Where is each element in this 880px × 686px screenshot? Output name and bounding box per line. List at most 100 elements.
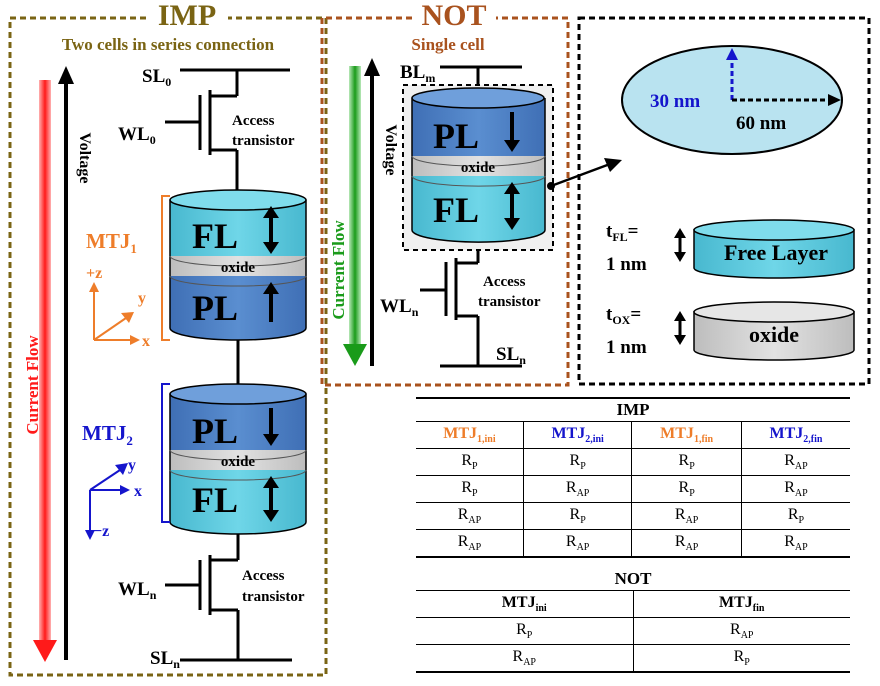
- not-fl-bidirectional-arrow: [504, 182, 520, 230]
- not-current-flow-label: Current Flow: [329, 220, 348, 320]
- mtj1-axes: [89, 282, 140, 345]
- not-access-label-line1: Access: [483, 274, 526, 290]
- table-cell: RP: [416, 617, 633, 645]
- not-col-mtj-ini: MTJini: [416, 591, 633, 618]
- not-pl-down-arrow: [504, 112, 520, 152]
- table-cell: RP: [740, 502, 850, 530]
- imp-table-title: IMP: [416, 397, 850, 422]
- access-transistor-0-label-line2: transistor: [232, 133, 295, 149]
- not-panel: NOT Single cell Current Flow Voltage BLm: [320, 0, 622, 387]
- mtj1-oxide-label: oxide: [221, 260, 256, 276]
- tox-thickness-arrow: [674, 311, 686, 345]
- table-cell: RAP: [631, 502, 742, 530]
- wln-label-not: WLn: [380, 296, 419, 319]
- imp-current-flow-label: Current Flow: [23, 335, 42, 435]
- zoom-pointer-arrow: [550, 158, 622, 188]
- not-fl-label: FL: [433, 190, 479, 230]
- mtj2-label: MTJ2: [82, 421, 133, 448]
- not-title: NOT: [421, 0, 486, 32]
- table-cell: RP: [416, 448, 524, 476]
- not-panel-border: [320, 16, 570, 387]
- mtj2-fl-label: FL: [192, 480, 238, 520]
- table-row: RAP RAP RAP RAP: [416, 529, 850, 558]
- mtj2-fl-bidirectional-arrow: [263, 476, 279, 522]
- mtj2-axes: [85, 463, 130, 540]
- table-row: RP RP RP RAP: [416, 448, 850, 476]
- oxide-disk-label: oxide: [749, 322, 799, 347]
- blm-label: BLm: [400, 62, 435, 85]
- not-subtitle: Single cell: [411, 35, 484, 54]
- mtj1-bracket: [161, 195, 170, 341]
- oxide-disk: [693, 301, 855, 361]
- not-current-flow-arrow: [343, 66, 367, 366]
- dim-60nm-label: 60 nm: [736, 113, 786, 134]
- access-transistor-n-imp-label-line2: transistor: [242, 589, 305, 605]
- tfl-thickness-arrow: [674, 228, 686, 262]
- not-truth-table: NOT MTJini MTJfin RP RAP RAP RP: [416, 568, 850, 673]
- imp-col-mtj1-ini: MTJ1,ini: [416, 422, 524, 449]
- table-cell: RAP: [632, 617, 850, 645]
- axis-minus-z-label: −z: [93, 523, 109, 540]
- mtj1-label: MTJ1: [86, 229, 137, 256]
- access-transistor-n-imp: [165, 534, 292, 662]
- free-layer-label: Free Layer: [724, 240, 828, 265]
- imp-col-mtj2-ini: MTJ2,ini: [522, 422, 632, 449]
- mtj2-pl-label: PL: [192, 411, 238, 451]
- table-cell: RP: [631, 448, 742, 476]
- tfl-label: tFL=: [606, 221, 639, 244]
- sl0-label: SL0: [142, 66, 171, 89]
- access-transistor-0-label-line1: Access: [232, 113, 275, 129]
- wln-label-imp: WLn: [118, 579, 157, 602]
- imp-truth-table: IMP MTJ1,ini MTJ2,ini MTJ1,fin MTJ2,fin …: [416, 397, 850, 558]
- mtj1-pl-label: PL: [192, 288, 238, 328]
- mtj2-pl-down-arrow: [263, 408, 279, 446]
- access-transistor-not: [420, 250, 522, 368]
- mtj1-fl-label: FL: [192, 216, 238, 256]
- table-row: RAP RP RAP RP: [416, 502, 850, 530]
- table-cell: RAP: [740, 448, 850, 476]
- radius-60nm-arrow: [732, 94, 841, 106]
- axis-x-label-orange: x: [142, 333, 150, 350]
- access-transistor-0: [165, 70, 239, 195]
- not-voltage-label: Voltage: [382, 125, 399, 176]
- axis-y-label-orange: y: [138, 290, 146, 307]
- imp-table-header-row: MTJ1,ini MTJ2,ini MTJ1,fin MTJ2,fin: [416, 422, 850, 449]
- detail-panel: 30 nm 60 nm tFL= 1 nm Free Layer tOX= 1 …: [577, 16, 871, 386]
- table-row: RAP RP: [416, 644, 850, 673]
- imp-col-mtj2-fin: MTJ2,fin: [740, 422, 850, 449]
- table-cell: RAP: [522, 475, 632, 503]
- sln-label-imp: SLn: [150, 648, 180, 671]
- not-pl-label: PL: [433, 116, 479, 156]
- axis-plus-z-label: +z: [86, 265, 102, 282]
- table-cell: RP: [631, 475, 742, 503]
- table-cell: RAP: [416, 644, 633, 673]
- table-cell: RP: [522, 448, 632, 476]
- not-col-mtj-fin: MTJfin: [632, 591, 850, 618]
- table-cell: RAP: [416, 502, 524, 530]
- not-oxide-label: oxide: [461, 160, 496, 176]
- table-cell: RAP: [740, 529, 850, 558]
- tox-value: 1 nm: [606, 337, 647, 358]
- mtj1-fl-bidirectional-arrow: [263, 206, 279, 254]
- mtj2-bracket: [161, 383, 170, 523]
- mtj2-oxide-label: oxide: [221, 454, 256, 470]
- not-access-label-line2: transistor: [478, 294, 541, 310]
- imp-col-mtj1-fin: MTJ1,fin: [631, 422, 742, 449]
- imp-title: IMP: [158, 0, 216, 32]
- imp-panel: IMP Two cells in series connection Curre…: [8, 0, 328, 677]
- not-voltage-arrow: [364, 58, 380, 366]
- imp-voltage-label: Voltage: [76, 133, 93, 184]
- table-cell: RP: [416, 475, 524, 503]
- imp-current-flow-arrow: [33, 80, 57, 662]
- not-table-header-row: MTJini MTJfin: [416, 591, 850, 618]
- table-cell: RP: [632, 644, 850, 673]
- sln-label-not: SLn: [496, 344, 526, 367]
- tfl-value: 1 nm: [606, 254, 647, 275]
- table-cell: RP: [522, 502, 632, 530]
- not-table-title: NOT: [416, 568, 850, 591]
- table-row: RP RAP: [416, 617, 850, 645]
- radius-30nm-arrow: [726, 48, 738, 100]
- access-transistor-n-imp-label-line1: Access: [242, 568, 285, 584]
- free-layer-disk: [693, 219, 855, 279]
